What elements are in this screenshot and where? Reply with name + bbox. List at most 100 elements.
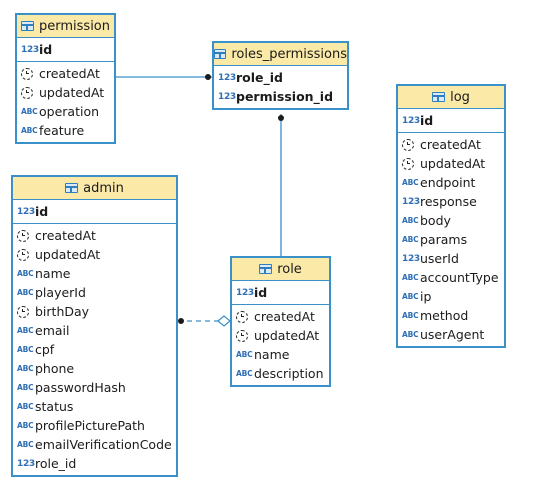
column-name: accountType <box>420 270 499 285</box>
column-name: updatedAt <box>35 247 101 262</box>
clock-icon <box>402 138 420 151</box>
column[interactable]: createdAt <box>232 307 329 326</box>
entity-header[interactable]: permission <box>17 15 114 38</box>
column-name: email <box>35 323 70 338</box>
numeric-type-icon: 123 <box>17 206 35 217</box>
column-name: updatedAt <box>420 156 486 171</box>
entity-title: permission <box>39 18 110 34</box>
clock-icon <box>21 67 39 80</box>
column-name: createdAt <box>35 228 96 243</box>
column-name: operation <box>39 104 100 119</box>
column[interactable]: createdAt <box>13 226 176 245</box>
text-type-icon: ABC <box>402 311 419 320</box>
numeric-type-icon: 123 <box>236 287 254 298</box>
text-type-icon: ABC <box>21 126 38 135</box>
table-icon <box>65 183 79 193</box>
text-type-icon: ABC <box>17 383 34 392</box>
text-type-icon: ABC <box>236 369 253 378</box>
text-type-icon: ABC <box>402 273 419 282</box>
entity-header[interactable]: roles_permissions <box>214 43 347 66</box>
text-type-icon: ABC <box>17 364 34 373</box>
clock-icon <box>402 157 420 170</box>
text-type-icon: ABC <box>17 402 34 411</box>
text-type-icon: ABC <box>402 216 419 225</box>
column[interactable]: updatedAt <box>398 154 504 173</box>
column-name: userId <box>420 251 459 266</box>
column-name: status <box>35 399 74 414</box>
column[interactable]: createdAt <box>17 64 114 83</box>
entity-header[interactable]: log <box>398 86 504 109</box>
relation-endpoint-dot <box>278 115 284 121</box>
numeric-type-icon: 123 <box>402 253 420 264</box>
text-type-icon: ABC <box>17 269 34 278</box>
numeric-type-icon: 123 <box>17 458 35 469</box>
text-type-icon: ABC <box>402 235 419 244</box>
column-name: phone <box>35 361 75 376</box>
column-name: body <box>420 213 451 228</box>
column[interactable]: updatedAt <box>17 83 114 102</box>
relation-endpoint-dot <box>178 318 184 324</box>
text-type-icon: ABC <box>17 345 34 354</box>
table-icon <box>214 49 227 59</box>
column-name: id <box>35 204 49 219</box>
clock-icon <box>236 329 254 342</box>
column[interactable]: updatedAt <box>13 245 176 264</box>
entity-title: role <box>277 261 302 277</box>
entity-title: roles_permissions <box>231 46 347 62</box>
relation-optional-diamond <box>217 315 231 327</box>
column-name: createdAt <box>254 309 315 324</box>
column-name: feature <box>39 123 85 138</box>
clock-icon <box>17 305 35 318</box>
clock-icon <box>17 229 35 242</box>
column-name: playerId <box>35 285 86 300</box>
entity-header[interactable]: role <box>232 258 329 281</box>
entity-header[interactable]: admin <box>13 177 176 200</box>
column-name: endpoint <box>420 175 476 190</box>
column[interactable]: createdAt <box>398 135 504 154</box>
column-name: description <box>254 366 324 381</box>
column[interactable]: birthDay <box>13 302 176 321</box>
text-type-icon: ABC <box>21 107 38 116</box>
column[interactable]: updatedAt <box>232 326 329 345</box>
